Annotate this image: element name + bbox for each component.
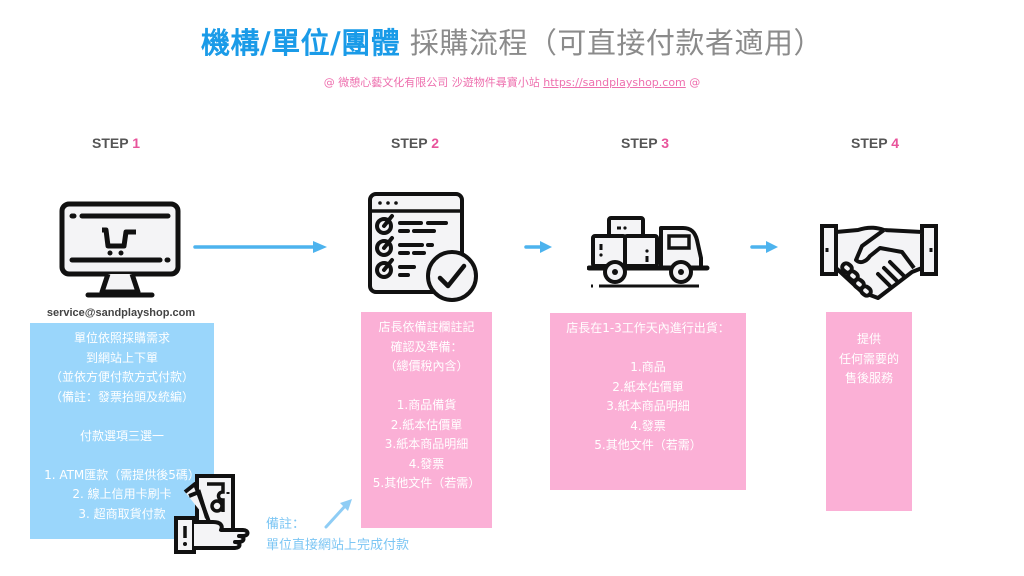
step-1-text: 到網站上下單 bbox=[85, 350, 158, 365]
step-1-box: 單位依照採購需求 到網站上下單 （並依方便付款方式付款） （備註：發票抬頭及統編… bbox=[30, 323, 214, 539]
step-3-text: 4.發票 bbox=[630, 418, 666, 433]
step-1-text: 2. 線上信用卡刷卡 bbox=[72, 487, 172, 501]
step-1-label: STEP 1 bbox=[92, 135, 140, 151]
step-3-text: 3.紙本商品明細 bbox=[606, 399, 690, 413]
step-4-text: 任何需要的 bbox=[838, 351, 899, 366]
step-1-text: 單位依照採購需求 bbox=[73, 331, 170, 345]
step-3-text bbox=[550, 339, 746, 359]
step-4-box: 提供 任何需要的 售後服務 bbox=[826, 312, 912, 511]
step-4-text: 提供 bbox=[856, 332, 881, 346]
step-number: 2 bbox=[431, 135, 439, 151]
step-2-box: 店長依備註欄註記 確認及準備： （總價稅內含） 1.商品備貨 2.紙本估價單 3… bbox=[361, 312, 492, 528]
computer-shopping-cart-icon bbox=[59, 201, 181, 298]
step-2-text bbox=[361, 377, 492, 397]
step-1-text: （並依方便付款方式付款） bbox=[49, 370, 194, 384]
step-3-box: 店長在1-3工作天內進行出貨： 1.商品 2.紙本估價單 3.紙本商品明細 4.… bbox=[550, 313, 746, 490]
step-1-text bbox=[30, 407, 214, 427]
cash-payment-hand-icon bbox=[174, 474, 250, 554]
title-highlight: 機構/單位/團體 bbox=[201, 26, 401, 60]
step-1-text bbox=[30, 446, 214, 466]
payment-note: 備註： 單位直接網站上完成付款 bbox=[266, 514, 409, 556]
step-word: STEP bbox=[92, 135, 129, 151]
step-4-text: 售後服務 bbox=[844, 371, 893, 385]
step-2-label: STEP 2 bbox=[391, 135, 439, 151]
handshake-icon bbox=[820, 224, 938, 300]
arrow-step2-to-step3 bbox=[524, 241, 552, 253]
step-word: STEP bbox=[621, 135, 658, 151]
subtitle-prefix: @ 微憩心藝文化有限公司 沙遊物件尋寶小站 bbox=[323, 76, 544, 89]
step-word: STEP bbox=[851, 135, 888, 151]
step-1-text: 1. ATM匯款（需提供後5碼） bbox=[44, 467, 200, 482]
page-title: 機構/單位/團體 採購流程（可直接付款者適用） bbox=[0, 20, 1024, 62]
checklist-approved-icon bbox=[368, 192, 478, 302]
step-3-text: 店長在1-3工作天內進行出貨： bbox=[566, 321, 730, 335]
step-2-text: 5.其他文件（若需） bbox=[372, 476, 481, 490]
step-2-text: （總價稅內含） bbox=[384, 359, 469, 373]
note-label: 備註： bbox=[266, 517, 306, 532]
step-2-text: 2.紙本估價單 bbox=[390, 417, 463, 432]
step-2-text: 1.商品備貨 bbox=[396, 398, 457, 412]
step-3-text: 5.其他文件（若需） bbox=[594, 438, 702, 452]
subtitle-suffix: @ bbox=[685, 76, 701, 89]
step-4-label: STEP 4 bbox=[851, 135, 899, 151]
website-link[interactable]: https://sandplayshop.com bbox=[543, 76, 686, 89]
step-number: 4 bbox=[891, 135, 899, 151]
step-1-text: 3. 超商取貨付款 bbox=[78, 506, 166, 521]
step-1-text: （備註：發票抬頭及統編） bbox=[49, 389, 194, 404]
step-2-text: 店長依備註欄註記 bbox=[378, 320, 475, 334]
step-3-text: 1.商品 bbox=[630, 360, 666, 374]
step-2-text: 確認及準備： bbox=[390, 339, 463, 354]
title-rest: 採購流程（可直接付款者適用） bbox=[400, 26, 823, 60]
step-2-text: 3.紙本商品明細 bbox=[384, 437, 469, 451]
step-3-text: 2.紙本估價單 bbox=[612, 379, 684, 394]
email-address[interactable]: service@sandplayshop.com bbox=[46, 307, 196, 319]
step-1-text: 付款選項三選一 bbox=[79, 428, 164, 443]
delivery-truck-icon bbox=[587, 216, 710, 288]
note-arrow-icon bbox=[324, 499, 352, 529]
step-number: 1 bbox=[132, 135, 140, 151]
step-number: 3 bbox=[661, 135, 669, 151]
subtitle: @ 微憩心藝文化有限公司 沙遊物件尋寶小站 https://sandplaysh… bbox=[0, 74, 1024, 90]
arrow-step1-to-step2 bbox=[193, 241, 327, 253]
arrow-step3-to-step4 bbox=[750, 241, 778, 253]
step-2-text: 4.發票 bbox=[408, 456, 445, 471]
note-text: 單位直接網站上完成付款 bbox=[266, 538, 410, 553]
step-3-label: STEP 3 bbox=[621, 135, 669, 151]
step-word: STEP bbox=[391, 135, 428, 151]
